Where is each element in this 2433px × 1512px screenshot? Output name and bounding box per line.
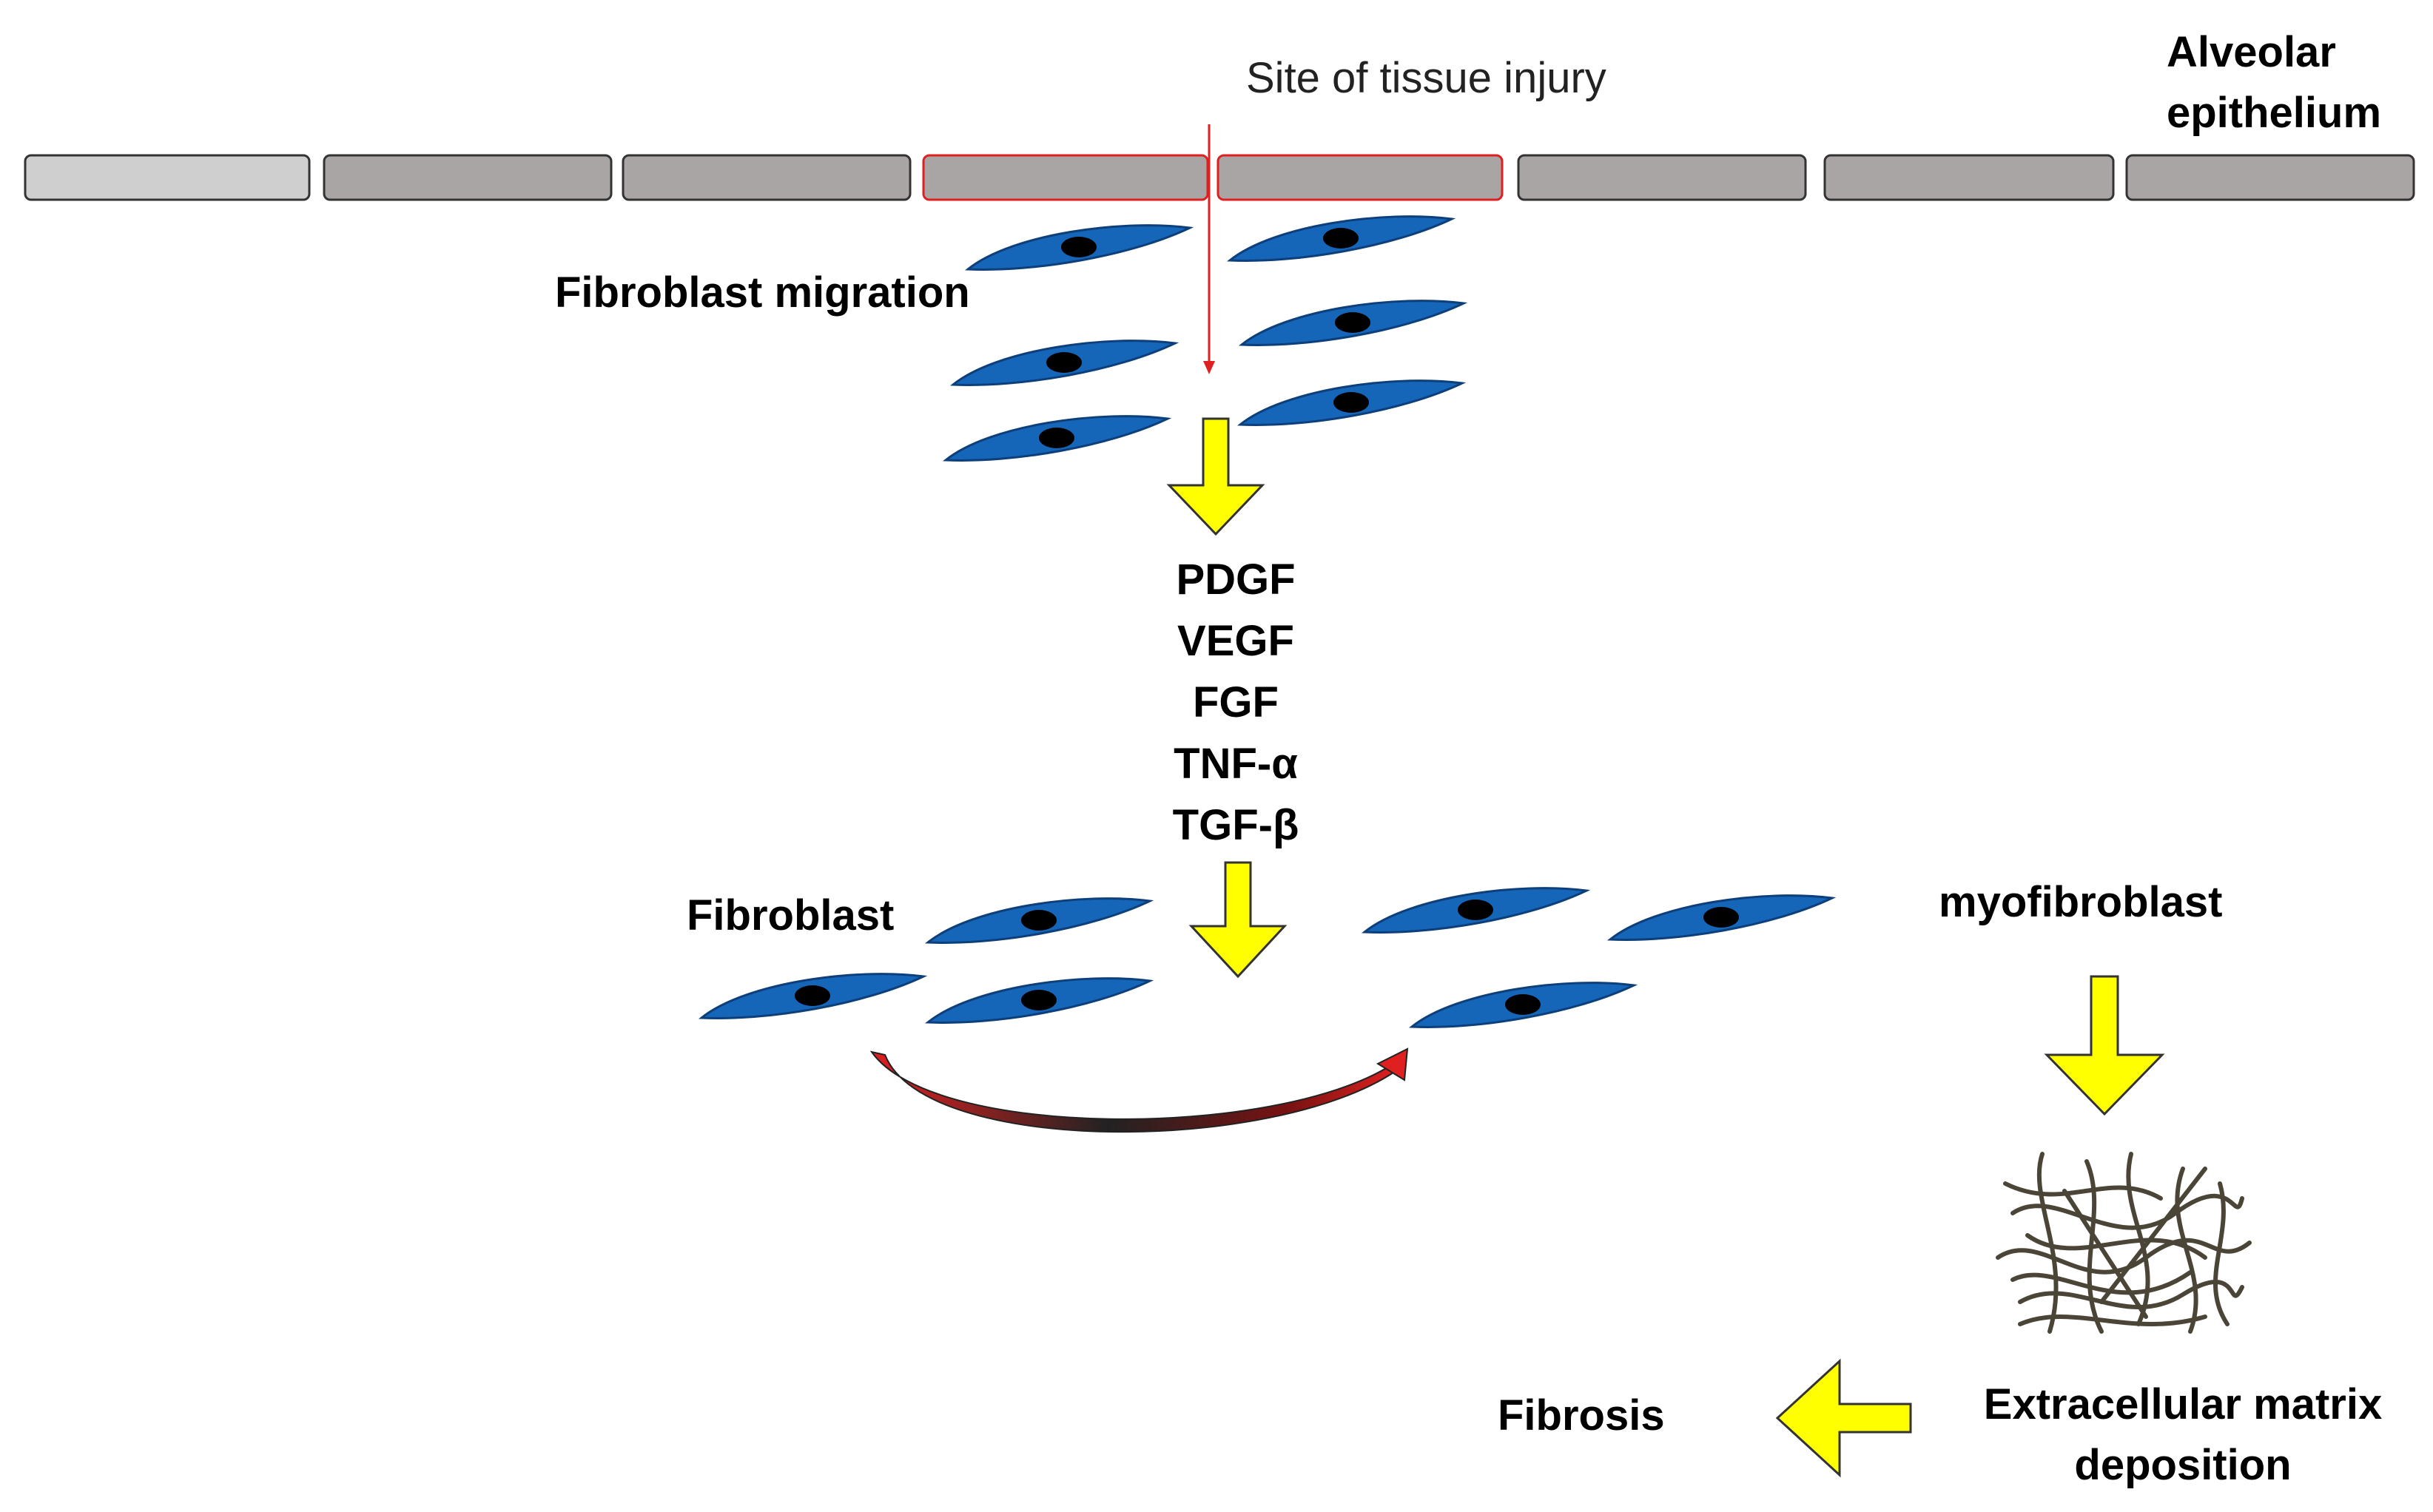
myofibroblast-group bbox=[1363, 887, 1834, 1028]
epithelial-cell bbox=[1517, 154, 1807, 201]
fibroblast-cell bbox=[1239, 379, 1464, 426]
ecm-label-line1: Extracellular matrix bbox=[1983, 1380, 2383, 1428]
left-arrow-icon bbox=[1775, 1358, 1912, 1478]
epithelial-cell bbox=[24, 154, 311, 201]
epithelium-label-line2: epithelium bbox=[2167, 89, 2382, 137]
ecm-label-line2: deposition bbox=[2074, 1441, 2292, 1489]
down-arrow-icon bbox=[1166, 417, 1265, 536]
growth-factor-list: PDGF VEGF FGF TNF-α TGF-β bbox=[1154, 549, 1317, 856]
myofibroblast-cell bbox=[1410, 982, 1635, 1028]
fibroblast-cell bbox=[926, 897, 1151, 944]
injury-site-label: Site of tissue injury bbox=[1246, 54, 1606, 102]
fibroblast-cell bbox=[944, 415, 1169, 462]
fibroblast-cell bbox=[966, 224, 1191, 271]
extracellular-matrix-fibers bbox=[1996, 1152, 2252, 1334]
epithelial-cell bbox=[2125, 154, 2415, 201]
flow-arrows bbox=[1166, 417, 2165, 1478]
fibroblast-cell bbox=[1240, 300, 1465, 346]
epithelium-label-line1: Alveolar bbox=[2167, 28, 2336, 76]
fibroblast-cell bbox=[700, 973, 925, 1019]
myofibroblast-cell bbox=[1363, 887, 1588, 934]
growth-factor: TGF-β bbox=[1172, 801, 1299, 849]
alveolar-epithelium-label: Alveolar epithelium bbox=[2167, 22, 2381, 144]
epithelial-cell bbox=[1823, 154, 2115, 201]
growth-factor: PDGF bbox=[1176, 556, 1296, 604]
myofibroblast-cell bbox=[1609, 894, 1834, 941]
injured-epithelial-cell bbox=[922, 154, 1209, 201]
down-arrow-icon bbox=[1188, 861, 1288, 979]
fibroblast-cell bbox=[1228, 215, 1453, 262]
growth-factor: VEGF bbox=[1177, 617, 1294, 665]
fibrosis-label: Fibrosis bbox=[1498, 1391, 1665, 1440]
growth-factor: FGF bbox=[1193, 678, 1279, 726]
myofibroblast-label: myofibroblast bbox=[1939, 878, 2223, 926]
fibroblast-migration-label: Fibroblast migration bbox=[555, 269, 970, 317]
down-arrow-icon bbox=[2044, 975, 2165, 1116]
fibroblast-label: Fibroblast bbox=[687, 891, 895, 939]
epithelial-cell bbox=[622, 154, 912, 201]
injured-epithelial-cell bbox=[1216, 154, 1504, 201]
alveolar-epithelium bbox=[24, 154, 2415, 201]
ecm-deposition-label: Extracellular matrix deposition bbox=[1954, 1374, 2412, 1496]
injury-pointer bbox=[1203, 124, 1215, 374]
differentiation-arrow bbox=[869, 1047, 1409, 1133]
growth-factor: TNF-α bbox=[1174, 740, 1298, 788]
epithelial-cell bbox=[323, 154, 613, 201]
fibroblast-cell bbox=[952, 340, 1177, 386]
fibroblast-cell bbox=[926, 977, 1151, 1024]
